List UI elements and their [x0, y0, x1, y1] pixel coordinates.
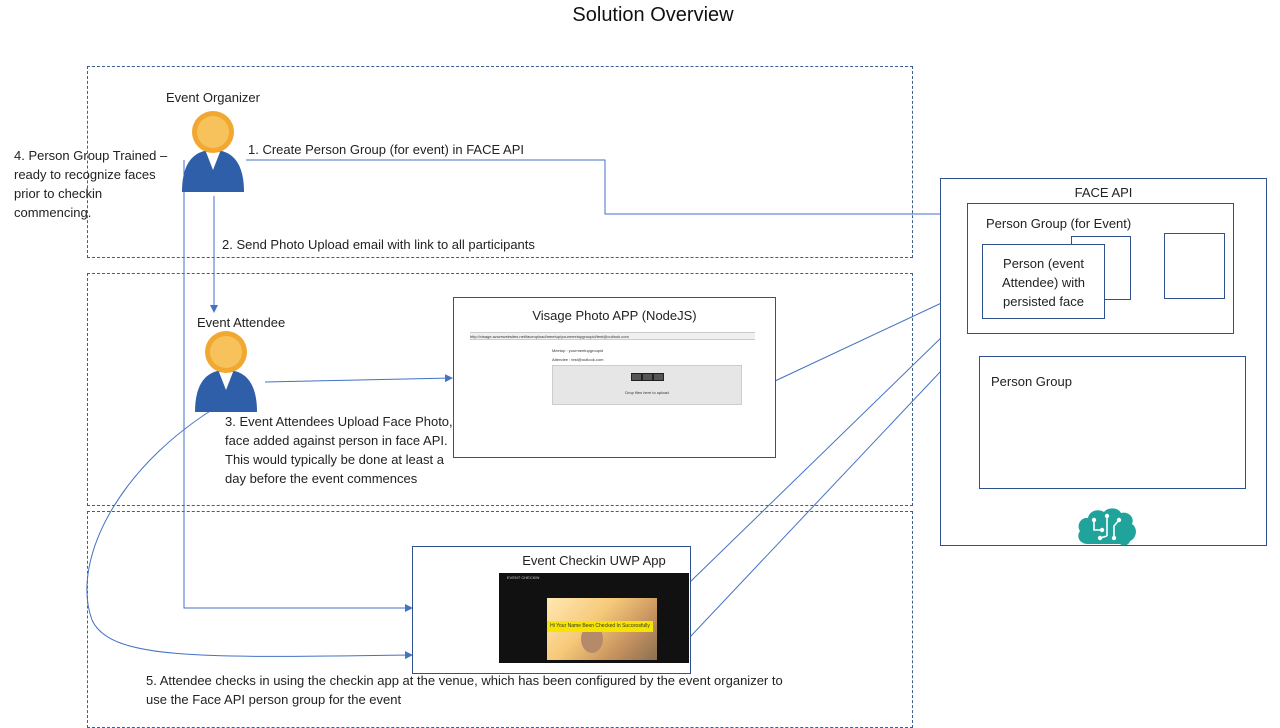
arrow-organizer-checkin: [183, 160, 413, 612]
checkin-app-title: Event Checkin UWP App: [522, 553, 666, 568]
diagram-title: Solution Overview: [572, 4, 734, 26]
step4-label: 4. Person Group Trained – ready to recog…: [14, 148, 168, 220]
photo-app-title: Visage Photo APP (NodeJS): [532, 308, 697, 323]
step3-label: 3. Event Attendees Upload Face Photo, fa…: [225, 414, 453, 486]
attendee-avatar-icon: [195, 331, 257, 412]
organizer-avatar-icon: [182, 111, 244, 192]
step2-label: 2. Send Photo Upload email with link to …: [222, 237, 535, 252]
person-card: Person (event Attendee) with persisted f…: [982, 244, 1105, 319]
photo-app-url-bar: [470, 332, 755, 340]
attendee-label: Event Attendee: [197, 315, 286, 330]
person-card-label: Person (event Attendee) with persisted f…: [1001, 256, 1086, 309]
lane-organizer: [87, 66, 913, 258]
photo-app-attendee: Attendee : test@outlook.com: [552, 357, 604, 362]
arrow-checkin-to-person: [688, 296, 984, 584]
photo-app-dropzone: Drop files here to upload: [552, 365, 742, 405]
arrow-attendee-checkin: [86, 397, 413, 660]
step5-label: 5. Attendee checks in using the checkin …: [146, 673, 783, 707]
photo-app-url: http://visage.azurewebsites.net/faceuplo…: [470, 334, 629, 339]
person-card-extra: [1164, 233, 1225, 299]
brain-cloud-icon: [1078, 508, 1136, 546]
person-group-label: Person Group: [991, 374, 1072, 389]
person-group-box: Person Group: [979, 356, 1246, 489]
checkin-video-frame: EVENT CHECKIN Hi Your Name Been Checked …: [499, 573, 689, 663]
person-group-event-label: Person Group (for Event): [986, 216, 1132, 231]
organizer-label: Event Organizer: [166, 90, 260, 105]
checkin-header: EVENT CHECKIN: [507, 575, 540, 580]
checkin-app-box: Event Checkin UWP App EVENT CHECKIN Hi Y…: [412, 546, 691, 674]
arrow-create-group: [246, 159, 966, 218]
checkin-banner: Hi Your Name Been Checked In Successfull…: [547, 621, 653, 632]
arrow-checkin-to-group: [689, 334, 976, 638]
arrow-upload-photo: [264, 374, 453, 383]
lane-attendee: [87, 273, 913, 506]
photo-app-meetup: Meetup : yourmeetupgroupid: [552, 348, 604, 353]
step1-label: 1. Create Person Group (for event) in FA…: [248, 142, 525, 157]
photo-app-box: Visage Photo APP (NodeJS) http://visage.…: [453, 297, 776, 458]
checkin-face: [581, 625, 603, 653]
face-api-title: FACE API: [1074, 185, 1133, 200]
photo-app-drop-text: Drop files here to upload: [625, 390, 669, 395]
